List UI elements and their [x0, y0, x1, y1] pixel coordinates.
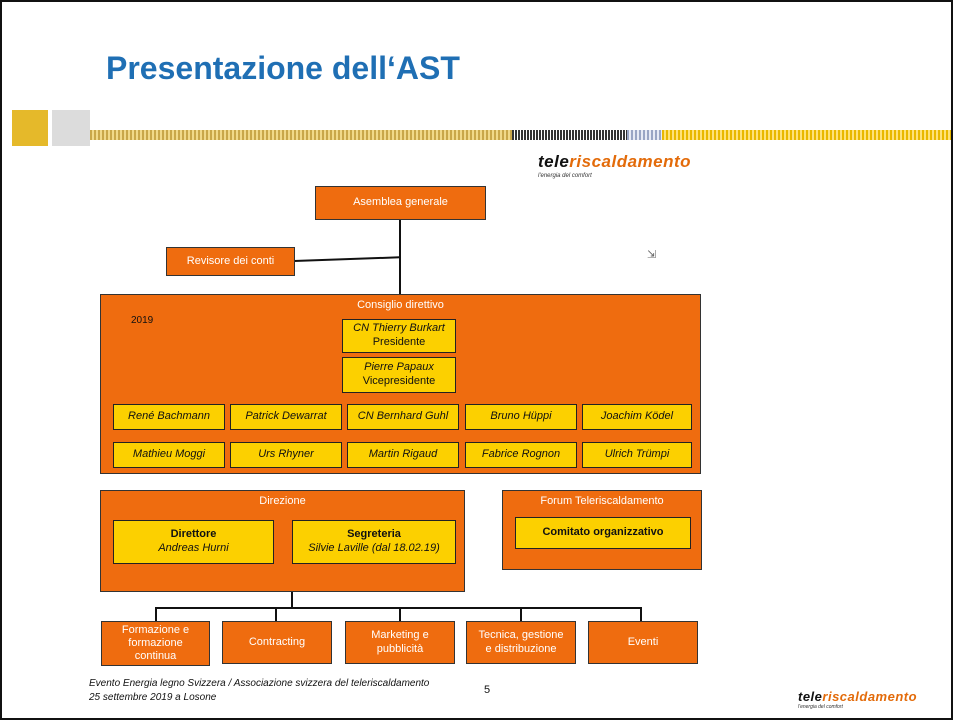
slide-title: Presentazione dell‘AST: [106, 50, 460, 86]
secretariat-role: Segreteria: [347, 528, 401, 541]
connector-direction-departments: [291, 592, 293, 608]
connector-dept-3: [399, 607, 401, 621]
band-stripe-yellow: [662, 130, 951, 140]
band-yellow-block: [12, 110, 48, 146]
board-member: Patrick Dewarrat: [230, 404, 342, 430]
band-stripe-blue: [627, 130, 662, 140]
department-box-eventi: Eventi: [588, 621, 698, 664]
board-member: Ulrich Trümpi: [582, 442, 692, 468]
president-role: Presidente: [372, 336, 426, 348]
president-box: CN Thierry Burkart Presidente: [342, 319, 456, 353]
secretariat-box: Segreteria Silvie Laville (dal 18.02.19): [292, 520, 456, 564]
board-title: Consiglio direttivo: [357, 299, 444, 311]
director-name: Andreas Hurni: [158, 542, 229, 554]
board-member: Fabrice Rognon: [465, 442, 577, 468]
board-box: Consiglio direttivo 2019 CN Thierry Burk…: [100, 294, 701, 474]
assembly-box: Asemblea generale: [315, 186, 486, 220]
president-name: CN Thierry Burkart: [353, 322, 445, 335]
department-box-marketing: Marketing e pubblicità: [345, 621, 455, 664]
connector-dept-5: [640, 607, 642, 621]
director-box: Direttore Andreas Hurni: [113, 520, 274, 564]
footer-line-1: Evento Energia legno Svizzera / Associaz…: [89, 678, 430, 689]
auditor-box: Revisore dei conti: [166, 247, 295, 276]
committee-box: Comitato organizzativo: [515, 517, 691, 549]
connector-departments-bar: [155, 607, 642, 609]
connector-dept-2: [275, 607, 277, 621]
board-member: Urs Rhyner: [230, 442, 342, 468]
connector-auditor: [293, 256, 400, 262]
board-member: Bruno Hüppi: [465, 404, 577, 430]
teleriscaldamento-logo-bottom: teleriscaldamento l'energia del comfort: [798, 689, 918, 710]
director-role: Direttore: [170, 528, 217, 541]
connector-assembly-board: [399, 219, 401, 295]
vice-president-box: Pierre Papaux Vicepresidente: [342, 357, 456, 393]
forum-box: Forum Teleriscaldamento Comitato organiz…: [502, 490, 702, 570]
secretariat-name: Silvie Laville (dal 18.02.19): [308, 542, 440, 554]
board-member: CN Bernhard Guhl: [347, 404, 459, 430]
decorative-band: [2, 110, 951, 146]
vice-president-role: Vicepresidente: [362, 375, 436, 387]
footer-text: Evento Energia legno Svizzera / Associaz…: [89, 677, 429, 704]
forum-title: Forum Teleriscaldamento: [540, 495, 664, 507]
vice-president-name: Pierre Papaux: [364, 361, 434, 374]
mouse-cursor-icon: ⇲: [647, 249, 657, 261]
board-member: Joachim Ködel: [582, 404, 692, 430]
department-box-tecnica: Tecnica, gestione e distribuzione: [466, 621, 576, 664]
band-stripe-dark: [512, 130, 627, 140]
committee-label: Comitato organizzativo: [542, 526, 664, 539]
footer-line-2: 25 settembre 2019 a Losone: [89, 691, 217, 703]
page-number: 5: [484, 684, 491, 696]
department-box-contracting: Contracting: [222, 621, 332, 664]
connector-dept-1: [155, 607, 157, 621]
board-member: Mathieu Moggi: [113, 442, 225, 468]
band-grey-block: [52, 110, 90, 146]
department-box-formazione: Formazione e formazione continua: [101, 621, 210, 666]
connector-dept-4: [520, 607, 522, 621]
direction-title: Direzione: [259, 495, 306, 507]
board-member: Martin Rigaud: [347, 442, 459, 468]
direction-box: Direzione Direttore Andreas Hurni Segret…: [100, 490, 465, 592]
board-year: 2019: [131, 315, 154, 326]
board-member: René Bachmann: [113, 404, 225, 430]
teleriscaldamento-logo-top: teleriscaldamento l'energia del comfort: [538, 152, 692, 179]
